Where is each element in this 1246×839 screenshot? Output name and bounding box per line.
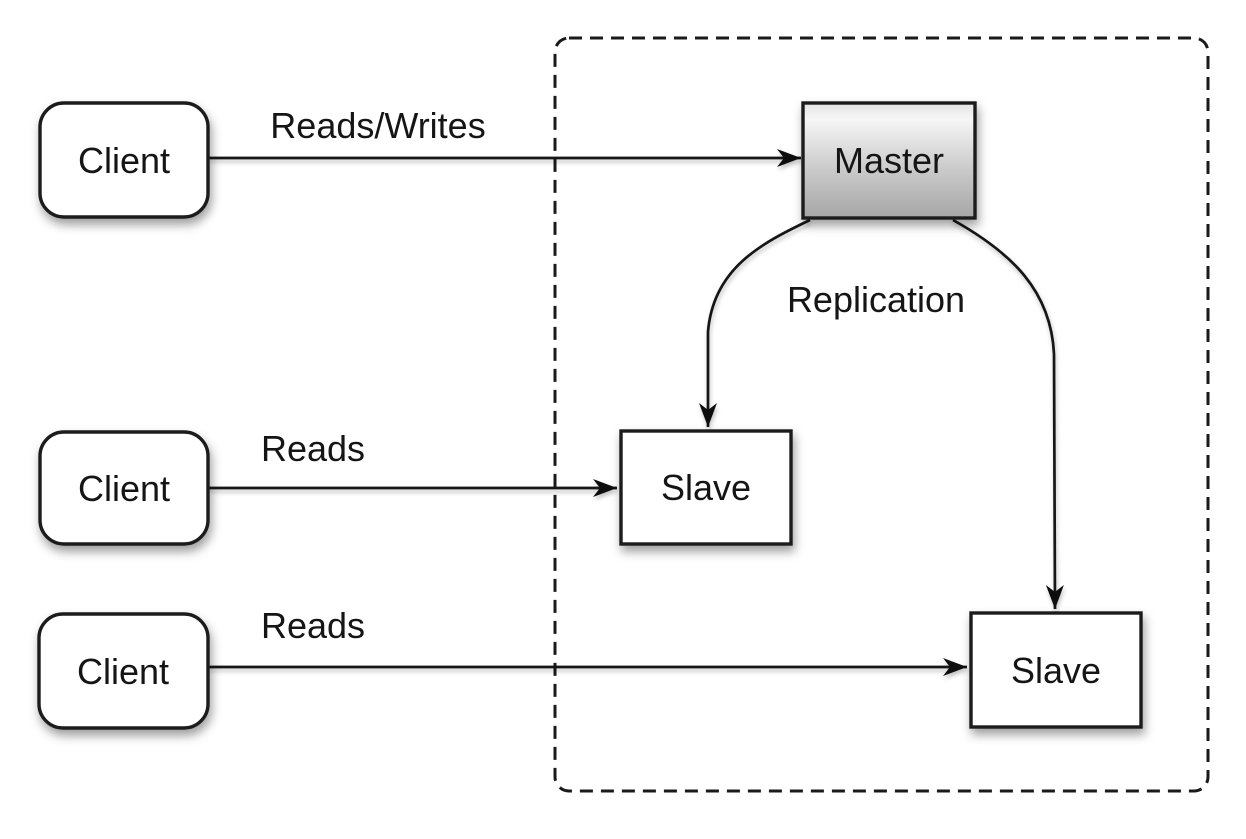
slave2-node — [969, 611, 1143, 729]
slave1-node — [619, 429, 793, 546]
slave1-label: Slave — [661, 467, 751, 508]
master-label: Master — [834, 140, 944, 181]
client2-node — [38, 430, 210, 546]
replication-cluster-boundary — [553, 36, 1210, 793]
client1-label: Client — [78, 140, 170, 181]
reads-edge-label-1: Reads — [261, 428, 365, 469]
client2-label: Client — [78, 468, 170, 509]
client1-node — [38, 101, 210, 219]
reads-writes-edge-label: Reads/Writes — [270, 105, 485, 146]
edge-replication-master-to-slave1 — [699, 218, 811, 427]
replication-edge-label: Replication — [787, 279, 965, 320]
master-node — [801, 101, 977, 220]
slave2-label: Slave — [1011, 650, 1101, 691]
reads-edge-label-2: Reads — [261, 605, 365, 646]
client3-node — [37, 612, 210, 730]
edge-replication-master-to-slave2 — [952, 218, 1064, 610]
client3-label: Client — [77, 651, 169, 692]
